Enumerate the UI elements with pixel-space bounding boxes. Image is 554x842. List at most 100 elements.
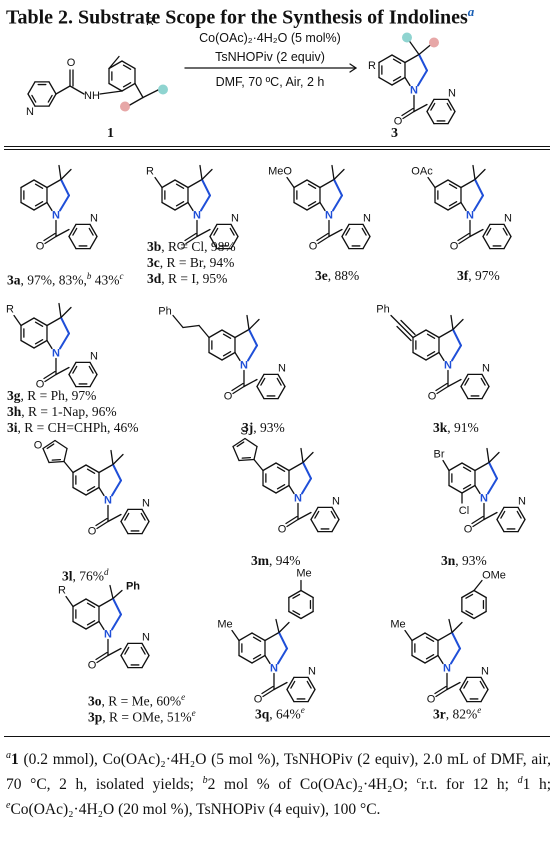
benzene-bond: [72, 486, 87, 496]
benzene-bond-inner: [276, 466, 286, 472]
carbonyl-pyridine-bond: [196, 228, 211, 238]
pyridine-bond: [459, 676, 468, 691]
oxygen-atom: O: [427, 693, 436, 705]
benzene-bond: [208, 351, 223, 361]
pyridine-bond: [517, 506, 526, 521]
c3a-c3-bond: [46, 316, 62, 327]
label-3p: 3p, R = OMe, 51%e: [88, 708, 196, 725]
condition-oxidant: TsNHOPiv (2 equiv): [215, 50, 325, 64]
oxygen-atom: O: [394, 115, 403, 127]
furan-bond: [54, 439, 68, 450]
me-substituent: Me: [296, 567, 311, 579]
benzene-bond-inner: [34, 183, 44, 189]
oxygen-atom: O: [224, 390, 233, 402]
c7a-n-bond: [46, 339, 53, 350]
oxygen-atom: O: [428, 390, 437, 402]
pyridine-bond: [68, 361, 77, 376]
pyridine-bond: [256, 385, 265, 400]
c2-n-bond: [331, 194, 343, 212]
furan-bond-inner: [51, 458, 62, 461]
label-3j: 3j, 93%: [242, 420, 285, 435]
pyridine-bond: [68, 235, 77, 250]
bond: [55, 85, 71, 95]
pyridine-bond: [120, 642, 129, 657]
anisyl-bond-inner: [465, 593, 474, 599]
c3-c2-bond: [473, 178, 484, 197]
aryl-bond: [451, 621, 463, 634]
benzene-bond: [434, 179, 449, 189]
carbonyl-bond: [401, 107, 414, 117]
pyridine-bond-inner: [502, 227, 508, 236]
nitrogen-atom: N: [294, 492, 302, 504]
oxygen-atom: O: [36, 378, 45, 390]
methyl-bond: [331, 164, 335, 181]
pyridine-bond-inner: [464, 377, 470, 386]
benzene-bond-inner: [222, 351, 232, 357]
pyridine-bond: [447, 98, 456, 113]
c3a-c3-bond: [460, 178, 476, 189]
pyridine-bond: [481, 373, 490, 388]
me-bond: [231, 629, 240, 642]
bond: [134, 82, 144, 99]
pyridine-bond-inner: [229, 227, 235, 236]
aryl-bond-inner: [122, 64, 132, 70]
tolyl-bond: [300, 589, 314, 599]
methyl-bond: [109, 584, 114, 600]
thiophene-sulfur: S: [240, 425, 247, 437]
c3-c2-bond: [487, 461, 498, 480]
bond: [142, 88, 160, 99]
meo-substituent: MeO: [268, 165, 292, 177]
benzene-bond: [85, 598, 100, 608]
teal-marker: [157, 84, 168, 95]
pyridine-bond-inner: [500, 510, 506, 519]
benzene-bond: [306, 179, 321, 189]
benzene-bond-inner: [175, 201, 185, 207]
pyridine-bond: [480, 676, 489, 691]
tolyl-bond-inner: [292, 610, 301, 616]
pyridine-bond: [503, 223, 512, 238]
carbonyl-pyridine-bond: [273, 681, 288, 691]
oxygen-atom: O: [464, 523, 473, 535]
aryl-bond: [108, 60, 123, 70]
carbonyl-bond: [44, 235, 57, 245]
benzene-bond: [20, 201, 35, 211]
carbonyl-bond: [231, 382, 244, 392]
c3a-c3-bond: [187, 178, 203, 189]
bond: [99, 90, 123, 95]
pyridine-bond: [460, 385, 469, 400]
c7a-n-bond: [460, 201, 467, 212]
oxygen-atom: O: [36, 240, 45, 252]
pyridine-bond-inner: [361, 227, 367, 236]
nitrogen-atom: N: [410, 84, 418, 96]
c7a-n-bond: [98, 486, 105, 497]
methyl-bond: [474, 168, 486, 181]
pyridine-bond: [503, 235, 512, 250]
benzene-bond: [447, 179, 462, 189]
amide-oxygen: O: [67, 57, 76, 69]
thiophene-bond: [244, 437, 258, 448]
cl-substituent: Cl: [459, 505, 469, 517]
c3a-c3-bond: [438, 328, 454, 339]
alkyne-bond: [390, 314, 400, 325]
nitrogen-atom: N: [466, 209, 474, 221]
label-3a: 3a, 97%, 83%,b 43%c: [7, 271, 124, 288]
pyridine-bond: [89, 235, 98, 250]
benzene-bond: [33, 201, 48, 211]
label-3g: 3g, R = Ph, 97%: [7, 388, 97, 403]
r-substituent: R: [6, 303, 14, 315]
thiophene-bond: [232, 437, 246, 448]
pyridine-nitrogen: N: [26, 106, 34, 118]
oxygen-atom: O: [177, 240, 186, 252]
carbonyl-bond: [95, 517, 108, 527]
pyridine-bond: [209, 223, 218, 238]
carbonyl-pyridine-bond: [446, 681, 461, 691]
carbonyl-bond: [472, 518, 485, 528]
carbonyl-bond: [185, 235, 198, 245]
label-3b: 3b, R = Cl, 98%: [147, 239, 236, 254]
benzene-bond: [72, 598, 87, 608]
pyridine-bond: [362, 235, 371, 250]
anisyl-bond-inner: [465, 610, 474, 616]
ome-bond: [473, 579, 483, 592]
label-3e: 3e, 88%: [315, 268, 360, 283]
